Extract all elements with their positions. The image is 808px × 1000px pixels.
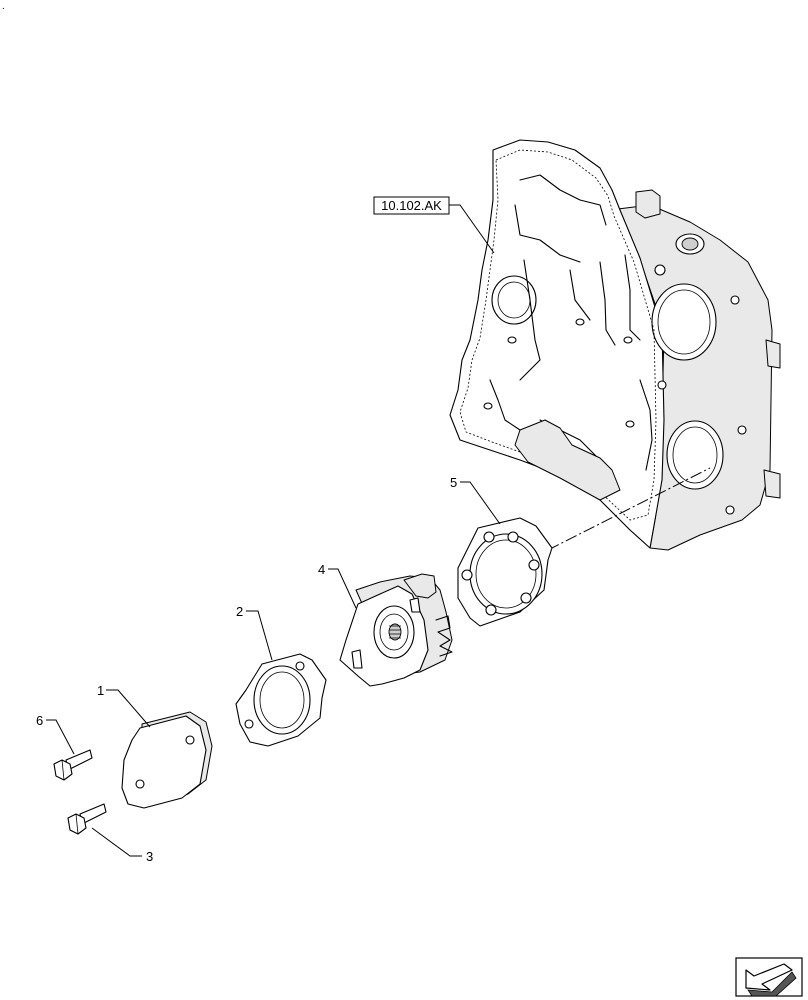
part-4-pump [339, 573, 453, 687]
callout-5[interactable]: 5 [450, 475, 457, 490]
previous-page-arrow-icon[interactable] [735, 957, 803, 997]
leader-2 [246, 610, 273, 661]
callout-1[interactable]: 1 [97, 683, 104, 698]
corner-mark: . [2, 1, 5, 12]
callout-6[interactable]: 6 [36, 713, 43, 728]
transmission-housing [449, 139, 781, 551]
leader-1 [106, 689, 151, 728]
reference-label: 10.102.AK [381, 198, 442, 213]
part-3-bolt [67, 803, 107, 835]
part-1-cover-plate [121, 711, 213, 809]
center-line [547, 467, 711, 551]
leader-4 [328, 568, 357, 609]
callout-2[interactable]: 2 [236, 604, 243, 619]
leader-6 [46, 719, 75, 755]
leader-5 [460, 481, 501, 525]
part-2-gasket [235, 653, 327, 747]
reference-callout[interactable]: 10.102.AK [373, 196, 495, 254]
part-6-bolt [53, 749, 93, 781]
part-5-gasket [457, 517, 553, 627]
callout-3[interactable]: 3 [146, 849, 153, 864]
callout-4[interactable]: 4 [318, 562, 325, 577]
leader-3 [91, 827, 142, 857]
